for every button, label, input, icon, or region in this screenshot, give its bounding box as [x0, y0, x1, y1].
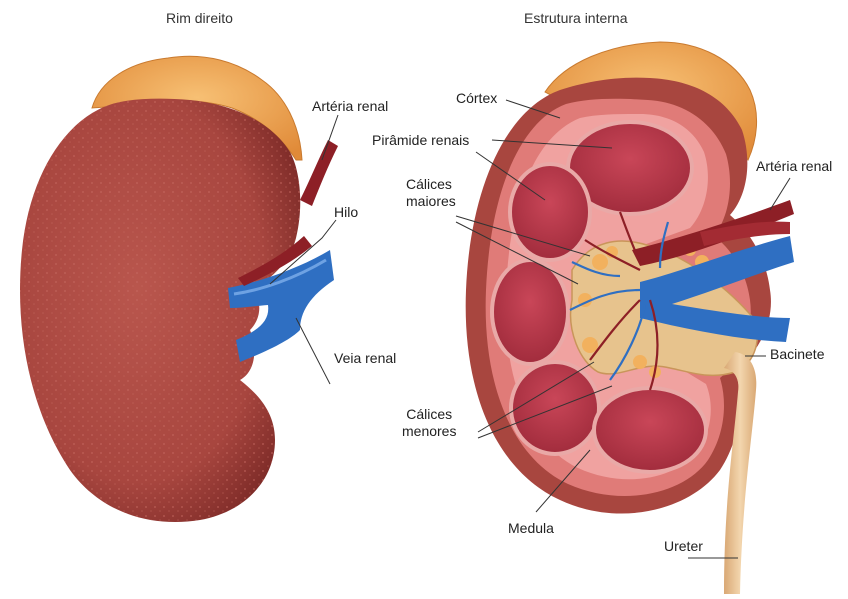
label-veia-renal: Veia renal	[334, 350, 396, 367]
label-bacinete: Bacinete	[770, 346, 824, 363]
leader-veia-renal	[296, 318, 330, 384]
label-hilo: Hilo	[334, 204, 358, 221]
title-rim-direito: Rim direito	[166, 10, 233, 27]
left-renal-artery	[300, 140, 338, 206]
pyramid-bottom	[594, 388, 706, 472]
label-cortex: Córtex	[456, 90, 497, 107]
label-calices-menores: Cálices menores	[402, 406, 456, 440]
label-arteria-renal-left: Artéria renal	[312, 98, 388, 115]
left-kidney	[20, 56, 338, 522]
label-calices-maiores: Cálices maiores	[406, 176, 456, 210]
pyramid-upper-left	[510, 164, 590, 260]
right-kidney	[466, 42, 794, 594]
left-kidney-texture	[20, 99, 300, 522]
label-piramide-renais: Pirâmide renais	[372, 132, 469, 149]
pyramid-mid-left	[492, 260, 568, 364]
label-arteria-renal-right: Artéria renal	[756, 158, 832, 175]
label-ureter: Ureter	[664, 538, 703, 555]
label-medula: Medula	[508, 520, 554, 537]
title-estrutura-interna: Estrutura interna	[524, 10, 628, 27]
